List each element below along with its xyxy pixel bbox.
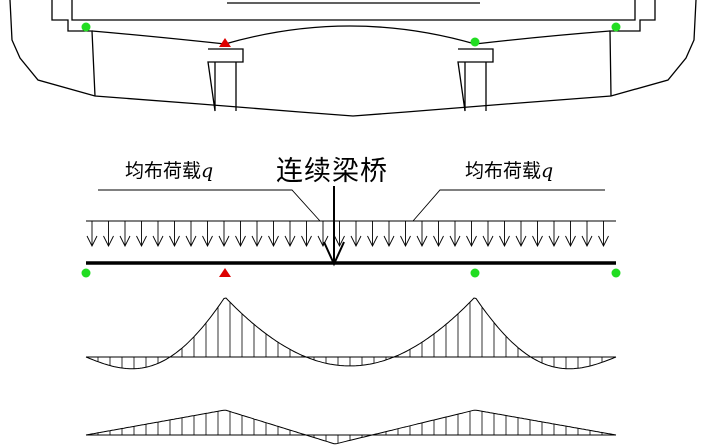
load-arrow	[284, 221, 296, 248]
load-arrow	[598, 221, 609, 248]
pier-left	[207, 48, 244, 112]
load-label-right-text: 均布荷载	[465, 160, 542, 182]
load-symbol-left: q	[201, 160, 214, 182]
deck-soffit	[91, 25, 611, 45]
load-arrow	[251, 221, 263, 248]
load-arrow	[466, 221, 477, 248]
bridge-elevation	[9, 0, 697, 117]
load-arrow	[532, 221, 543, 248]
shear-hatch	[97, 411, 615, 444]
load-arrow	[268, 221, 279, 248]
load-arrow	[433, 221, 444, 248]
load-arrow	[499, 221, 510, 248]
support-pin-1	[219, 268, 231, 277]
moment-diagram	[85, 297, 617, 370]
support-roller-3	[611, 268, 621, 278]
beam-supports	[81, 268, 621, 278]
bridge-outer-profile	[9, 0, 697, 117]
load-label-left-text: 均布荷载	[125, 160, 202, 182]
deck-top	[71, 0, 636, 21]
load-arrow	[136, 221, 147, 248]
load-arrow	[103, 221, 114, 248]
distributed-load	[86, 220, 616, 248]
load-arrow	[301, 221, 312, 248]
support-roller-1	[81, 22, 91, 32]
load-arrow	[317, 221, 329, 248]
load-arrow	[235, 221, 246, 248]
load-arrow	[515, 221, 527, 248]
support-pin-1	[219, 38, 231, 47]
shear-diagram	[85, 409, 617, 445]
diagram-title: 连续梁桥	[276, 156, 388, 187]
support-roller-2	[470, 268, 480, 278]
shear-curve	[85, 409, 617, 445]
bridge-supports	[81, 22, 621, 47]
load-arrow	[169, 221, 180, 248]
load-arrow	[482, 221, 494, 248]
load-arrow	[202, 221, 213, 248]
load-arrow	[449, 221, 461, 248]
load-arrow	[185, 221, 197, 248]
load-arrow	[86, 221, 98, 248]
load-label-right: 均布荷载q	[465, 156, 553, 183]
load-arrows	[86, 221, 609, 248]
load-arrow	[383, 221, 395, 248]
load-arrow	[350, 221, 362, 248]
load-arrow	[119, 221, 131, 248]
left-abutment	[51, 0, 96, 97]
load-arrow	[581, 221, 593, 248]
load-arrow	[152, 221, 164, 248]
load-arrow	[565, 221, 576, 248]
load-arrow	[218, 221, 230, 248]
load-arrow	[548, 221, 560, 248]
load-label-left: 均布荷载q	[125, 156, 213, 183]
support-roller-1	[81, 268, 91, 278]
load-symbol-right: q	[541, 160, 554, 182]
moment-hatch	[97, 302, 615, 369]
load-arrow	[400, 221, 411, 248]
load-arrow	[367, 221, 378, 248]
leader-lines	[98, 189, 605, 222]
support-roller-2	[470, 37, 480, 47]
resultant-load-arrow-head	[323, 241, 345, 267]
pier-right	[457, 48, 494, 112]
right-abutment	[609, 0, 656, 97]
moment-curve	[85, 297, 617, 370]
support-roller-3	[611, 22, 621, 32]
beam	[86, 186, 616, 267]
load-arrow	[416, 221, 428, 248]
load-arrow	[334, 221, 345, 248]
